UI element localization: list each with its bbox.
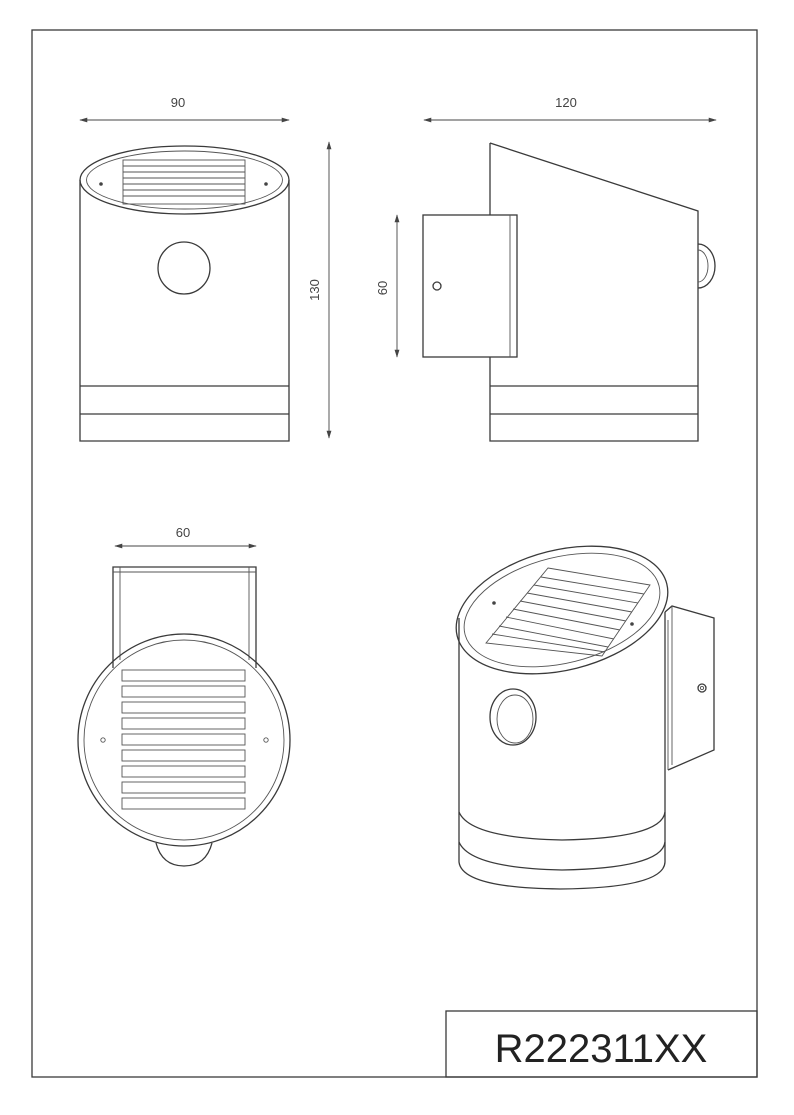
top-view: 60	[77, 525, 291, 867]
side-depth-label: 60	[375, 281, 390, 295]
title-block: R222311XX	[445, 1010, 758, 1078]
motion-sensor-circle	[157, 241, 211, 295]
front-view: 90 130	[79, 95, 332, 442]
front-width-label: 90	[171, 95, 185, 110]
sheet-border	[31, 29, 758, 1078]
product-code: R222311XX	[495, 1027, 708, 1071]
side-view: 120 60	[375, 95, 717, 442]
top-width-label: 60	[176, 525, 190, 540]
side-width-label: 120	[555, 95, 577, 110]
isometric-view	[455, 545, 715, 890]
front-height-label: 130	[307, 279, 322, 301]
